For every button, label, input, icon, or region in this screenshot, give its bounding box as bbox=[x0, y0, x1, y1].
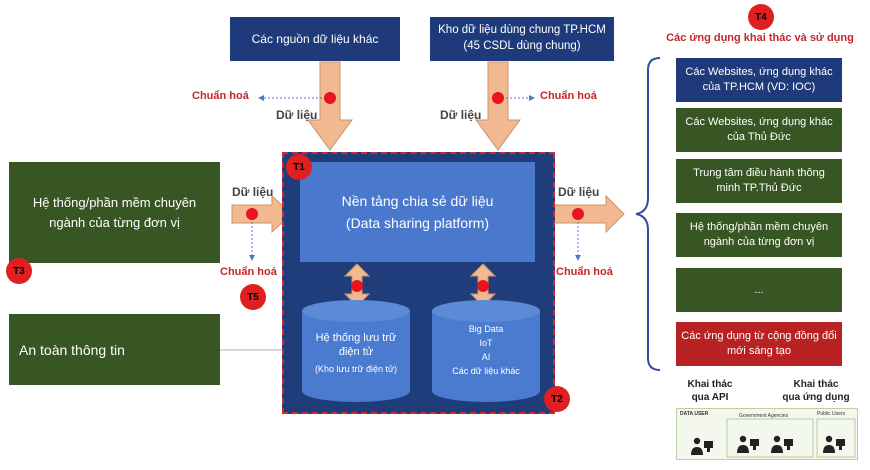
badge-t4: T4 bbox=[748, 4, 774, 30]
shared-store-box: Kho dữ liệu dùng chung TP.HCM (45 CSDL d… bbox=[430, 17, 614, 61]
storage-line2: điện tử bbox=[338, 346, 374, 358]
app-box-community: Các ứng dụng từ cộng đồng đổi mới sáng t… bbox=[676, 322, 842, 366]
specialized-line2: ngành của từng đơn vị bbox=[49, 214, 180, 230]
storage-line1: Hệ thống lưu trữ bbox=[315, 332, 397, 344]
app-text: ... bbox=[754, 283, 764, 296]
app-text: Hệ thống/phần mềm chuyên ngành của từng … bbox=[689, 221, 829, 248]
app-box-iocc-thuduc: Trung tâm điều hành thông minh TP.Thủ Đứ… bbox=[676, 159, 842, 203]
std-label-left: Chuẩn hoá bbox=[220, 266, 277, 278]
infosec-label: An toàn thông tin bbox=[19, 341, 125, 358]
apps-bracket bbox=[635, 57, 661, 371]
specialized-system-box: Hệ thống/phần mềm chuyên ngành của từng … bbox=[9, 162, 220, 263]
user-at-computer-icon bbox=[737, 435, 759, 453]
arrow-down-right bbox=[475, 61, 521, 151]
arrow-down-left bbox=[307, 61, 353, 151]
bigdata-item: Big Data bbox=[468, 324, 504, 334]
data-user-diagram: DATA USER Government Agencies Public Use… bbox=[676, 408, 858, 460]
arrow-output-right bbox=[545, 194, 625, 234]
bigdata-item: AI bbox=[481, 352, 491, 362]
connector-dot bbox=[246, 208, 258, 220]
app-box-ioc: Các Websites, ứng dụng khác của TP.HCM (… bbox=[676, 58, 842, 102]
data-label-right: Dữ liệu bbox=[558, 185, 600, 199]
connector-dot bbox=[572, 208, 584, 220]
shared-store-line1: Kho dữ liệu dùng chung TP.HCM bbox=[438, 24, 606, 37]
app-text: Các ứng dụng từ cộng đồng đổi mới sáng t… bbox=[681, 330, 837, 357]
mini-public-label: Public Users bbox=[817, 411, 846, 417]
app-text: Các Websites, ứng dụng khác của Thủ Đức bbox=[685, 116, 833, 143]
storage-cylinder: Hệ thống lưu trữ điện tử (Kho lưu trữ đi… bbox=[302, 300, 410, 402]
apps-heading: Các ứng dụng khai thác và sử dụng bbox=[666, 32, 854, 44]
user-at-computer-icon bbox=[691, 437, 713, 455]
data-label-top-right: Dữ liệu bbox=[440, 108, 482, 122]
app-text: Trung tâm điều hành thông minh TP.Thủ Đứ… bbox=[693, 167, 825, 194]
connector-dot bbox=[492, 92, 504, 104]
other-sources-box: Các nguồn dữ liệu khác bbox=[230, 17, 400, 61]
mini-data-user-label: DATA USER bbox=[680, 411, 709, 417]
access-api-label: Khai thác qua API bbox=[687, 379, 733, 403]
user-at-computer-icon bbox=[823, 435, 845, 453]
badge-t5: T5 bbox=[240, 284, 266, 310]
app-box-ellipsis: ... bbox=[676, 268, 842, 312]
connector-dot bbox=[477, 280, 489, 292]
mini-user-icons bbox=[691, 418, 856, 458]
data-label-left: Dữ liệu bbox=[232, 185, 274, 199]
other-sources-label: Các nguồn dữ liệu khác bbox=[251, 32, 379, 46]
storage-line3: (Kho lưu trữ điện tử) bbox=[314, 364, 398, 374]
platform-title-line2: (Data sharing platform) bbox=[345, 215, 490, 231]
user-at-computer-icon bbox=[771, 435, 793, 453]
badge-t2: T2 bbox=[544, 386, 570, 412]
app-text: Các Websites, ứng dụng khác của TP.HCM (… bbox=[685, 66, 833, 93]
bigdata-item: Các dữ liệu khác bbox=[452, 366, 520, 376]
mini-gov-label: Government Agencies bbox=[739, 413, 789, 419]
std-label-top-right: Chuẩn hoá bbox=[540, 90, 597, 102]
connector-dot bbox=[351, 280, 363, 292]
badge-t1: T1 bbox=[286, 154, 312, 180]
platform-title-line1: Nền tảng chia sẻ dữ liệu bbox=[341, 192, 494, 209]
infosec-box: An toàn thông tin bbox=[9, 314, 220, 385]
shared-store-line2: (45 CSDL dùng chung) bbox=[463, 40, 581, 52]
access-app-label: Khai thác qua ứng dụng bbox=[782, 379, 850, 403]
badge-t3: T3 bbox=[6, 258, 32, 284]
data-label-top-left: Dữ liệu bbox=[276, 108, 318, 122]
specialized-line1: Hệ thống/phần mềm chuyên bbox=[32, 195, 197, 210]
bigdata-cylinder: Big Data IoT AI Các dữ liệu khác bbox=[432, 300, 540, 402]
app-box-specialized: Hệ thống/phần mềm chuyên ngành của từng … bbox=[676, 213, 842, 257]
std-label-top-left: Chuẩn hoá bbox=[192, 90, 249, 102]
std-label-right: Chuẩn hoá bbox=[556, 266, 613, 278]
bigdata-item: IoT bbox=[479, 338, 493, 348]
app-box-thuduc-web: Các Websites, ứng dụng khác của Thủ Đức bbox=[676, 108, 842, 152]
connector-dot bbox=[324, 92, 336, 104]
platform-core-box: Nền tảng chia sẻ dữ liệu (Data sharing p… bbox=[300, 162, 535, 262]
